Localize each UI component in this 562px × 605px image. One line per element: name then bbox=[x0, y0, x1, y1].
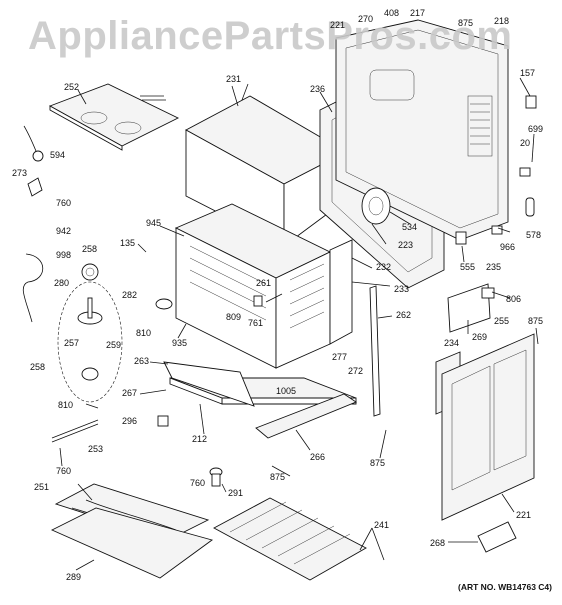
part-268-handle bbox=[477, 521, 517, 553]
callout-267: 267 bbox=[122, 388, 138, 398]
callout-875-right: 875 bbox=[528, 316, 544, 326]
part-262-trim bbox=[369, 285, 381, 417]
part-266-rail bbox=[255, 393, 357, 439]
callout-578: 578 bbox=[526, 230, 542, 240]
part-241-oven-rack bbox=[213, 497, 367, 581]
part-555-switch bbox=[455, 231, 467, 245]
part-534-fan bbox=[361, 187, 411, 225]
callout-223: 223 bbox=[398, 240, 414, 250]
callout-291: 291 bbox=[228, 488, 244, 498]
callout-218: 218 bbox=[494, 16, 510, 26]
part-291-clip bbox=[209, 467, 223, 487]
callout-269: 269 bbox=[472, 332, 488, 342]
callout-594: 594 bbox=[50, 150, 66, 160]
callout-212: 212 bbox=[192, 434, 208, 444]
callout-221-door: 221 bbox=[516, 510, 532, 520]
leader-lines bbox=[59, 77, 539, 571]
callout-534: 534 bbox=[402, 222, 418, 232]
callout-233: 233 bbox=[394, 284, 410, 294]
callout-810-a: 810 bbox=[136, 328, 152, 338]
callout-251: 251 bbox=[34, 482, 50, 492]
callout-232: 232 bbox=[376, 262, 392, 272]
callout-263: 263 bbox=[134, 356, 150, 366]
callout-945: 945 bbox=[146, 218, 162, 228]
callout-259: 259 bbox=[106, 340, 122, 350]
part-252-plate bbox=[48, 83, 180, 151]
part-945-oven-cavity bbox=[174, 203, 332, 369]
callout-408: 408 bbox=[384, 8, 400, 18]
callout-760-a: 760 bbox=[56, 198, 72, 208]
part-258-ring bbox=[81, 263, 99, 281]
part-221-rear-frame bbox=[335, 19, 509, 241]
callout-998: 998 bbox=[56, 250, 72, 260]
callout-760-c: 760 bbox=[190, 478, 206, 488]
callout-761: 761 bbox=[248, 318, 264, 328]
callout-296: 296 bbox=[122, 416, 138, 426]
callout-252: 252 bbox=[64, 82, 80, 92]
callout-258-a: 258 bbox=[82, 244, 98, 254]
callout-810-b: 810 bbox=[58, 400, 74, 410]
callout-236: 236 bbox=[310, 84, 326, 94]
callout-1005: 1005 bbox=[276, 386, 297, 396]
callout-221: 221 bbox=[330, 20, 346, 30]
callout-234: 234 bbox=[444, 338, 460, 348]
callout-253: 253 bbox=[88, 444, 104, 454]
part-263-bracket bbox=[163, 361, 255, 407]
callout-555: 555 bbox=[460, 262, 476, 272]
callout-241: 241 bbox=[374, 520, 390, 530]
part-761-clip bbox=[253, 295, 263, 307]
callout-966: 966 bbox=[500, 242, 516, 252]
callout-261: 261 bbox=[256, 278, 272, 288]
callout-935: 935 bbox=[172, 338, 188, 348]
part-966-bracket bbox=[491, 225, 503, 235]
callout-268: 268 bbox=[430, 538, 446, 548]
callout-217: 217 bbox=[410, 8, 426, 18]
callout-266: 266 bbox=[310, 452, 326, 462]
callout-699: 699 bbox=[528, 124, 544, 134]
callout-809: 809 bbox=[226, 312, 242, 322]
part-253-rod bbox=[51, 419, 99, 443]
watermark: AppliancePartsPros.com bbox=[28, 14, 513, 58]
callout-20: 20 bbox=[520, 138, 531, 148]
part-258-knob-cluster bbox=[57, 281, 123, 403]
callout-289: 289 bbox=[66, 572, 82, 582]
callout-231: 231 bbox=[226, 74, 242, 84]
part-232-insulation bbox=[329, 239, 353, 345]
callout-875-top: 875 bbox=[458, 18, 474, 28]
part-273-bracket bbox=[27, 177, 43, 197]
part-578-fuse bbox=[525, 197, 535, 217]
callout-277: 277 bbox=[332, 352, 348, 362]
callout-280: 280 bbox=[54, 278, 70, 288]
callout-282: 282 bbox=[122, 290, 138, 300]
part-157-sensor bbox=[525, 95, 537, 109]
art-number: (ART NO. WB14763 C4) bbox=[458, 582, 552, 592]
callout-273: 273 bbox=[12, 168, 28, 178]
part-20-bracket bbox=[519, 167, 531, 177]
callout-262: 262 bbox=[396, 310, 412, 320]
callout-258-b: 258 bbox=[30, 362, 46, 372]
part-269-bracket bbox=[447, 283, 495, 333]
part-282-knob bbox=[155, 298, 173, 310]
part-280-probe bbox=[22, 253, 44, 323]
callout-157: 157 bbox=[520, 68, 536, 78]
part-296-clip bbox=[157, 415, 169, 427]
callout-257: 257 bbox=[64, 338, 80, 348]
part-289-tray bbox=[50, 507, 214, 579]
callout-255: 255 bbox=[494, 316, 510, 326]
callout-135: 135 bbox=[120, 238, 136, 248]
callout-942: 942 bbox=[56, 226, 72, 236]
part-594-cord bbox=[23, 125, 44, 162]
callout-875-bottom: 875 bbox=[270, 472, 286, 482]
callout-272: 272 bbox=[348, 366, 364, 376]
callout-270: 270 bbox=[358, 14, 374, 24]
callout-806: 806 bbox=[506, 294, 522, 304]
callout-235: 235 bbox=[486, 262, 502, 272]
callout-760-b: 760 bbox=[56, 466, 72, 476]
part-221-door bbox=[441, 333, 535, 521]
callout-875-mid: 875 bbox=[370, 458, 386, 468]
